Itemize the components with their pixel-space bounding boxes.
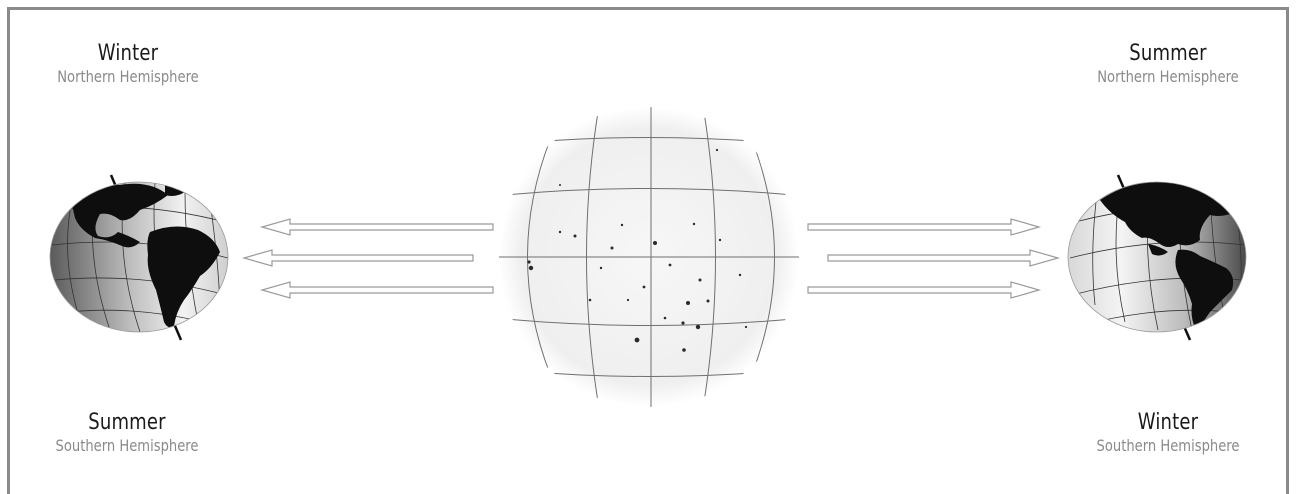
season-label: Summer xyxy=(45,410,209,436)
arrow-left-middle-icon xyxy=(244,250,473,266)
earth-left-icon xyxy=(50,175,228,340)
label-top-left: Winter Northern Hemisphere xyxy=(28,41,228,87)
hemisphere-label: Southern Hemisphere xyxy=(45,436,209,456)
season-label: Winter xyxy=(1086,410,1250,436)
label-bottom-left: Summer Southern Hemisphere xyxy=(27,410,227,456)
earth-right-icon xyxy=(1068,175,1246,340)
arrow-right-top-icon xyxy=(808,219,1039,235)
label-bottom-right: Winter Southern Hemisphere xyxy=(1068,410,1268,456)
hemisphere-label: Northern Hemisphere xyxy=(46,67,210,87)
sun-icon xyxy=(499,107,799,407)
arrow-left-bottom-icon xyxy=(262,282,493,298)
left-arrows xyxy=(244,219,493,298)
season-label: Winter xyxy=(46,41,210,67)
arrow-right-middle-icon xyxy=(828,250,1058,266)
hemisphere-label: Southern Hemisphere xyxy=(1086,436,1250,456)
arrow-left-top-icon xyxy=(262,219,493,235)
label-top-right: Summer Northern Hemisphere xyxy=(1068,41,1268,87)
right-arrows xyxy=(808,219,1058,298)
arrow-right-bottom-icon xyxy=(808,282,1039,298)
hemisphere-label: Northern Hemisphere xyxy=(1086,67,1250,87)
season-label: Summer xyxy=(1086,41,1250,67)
